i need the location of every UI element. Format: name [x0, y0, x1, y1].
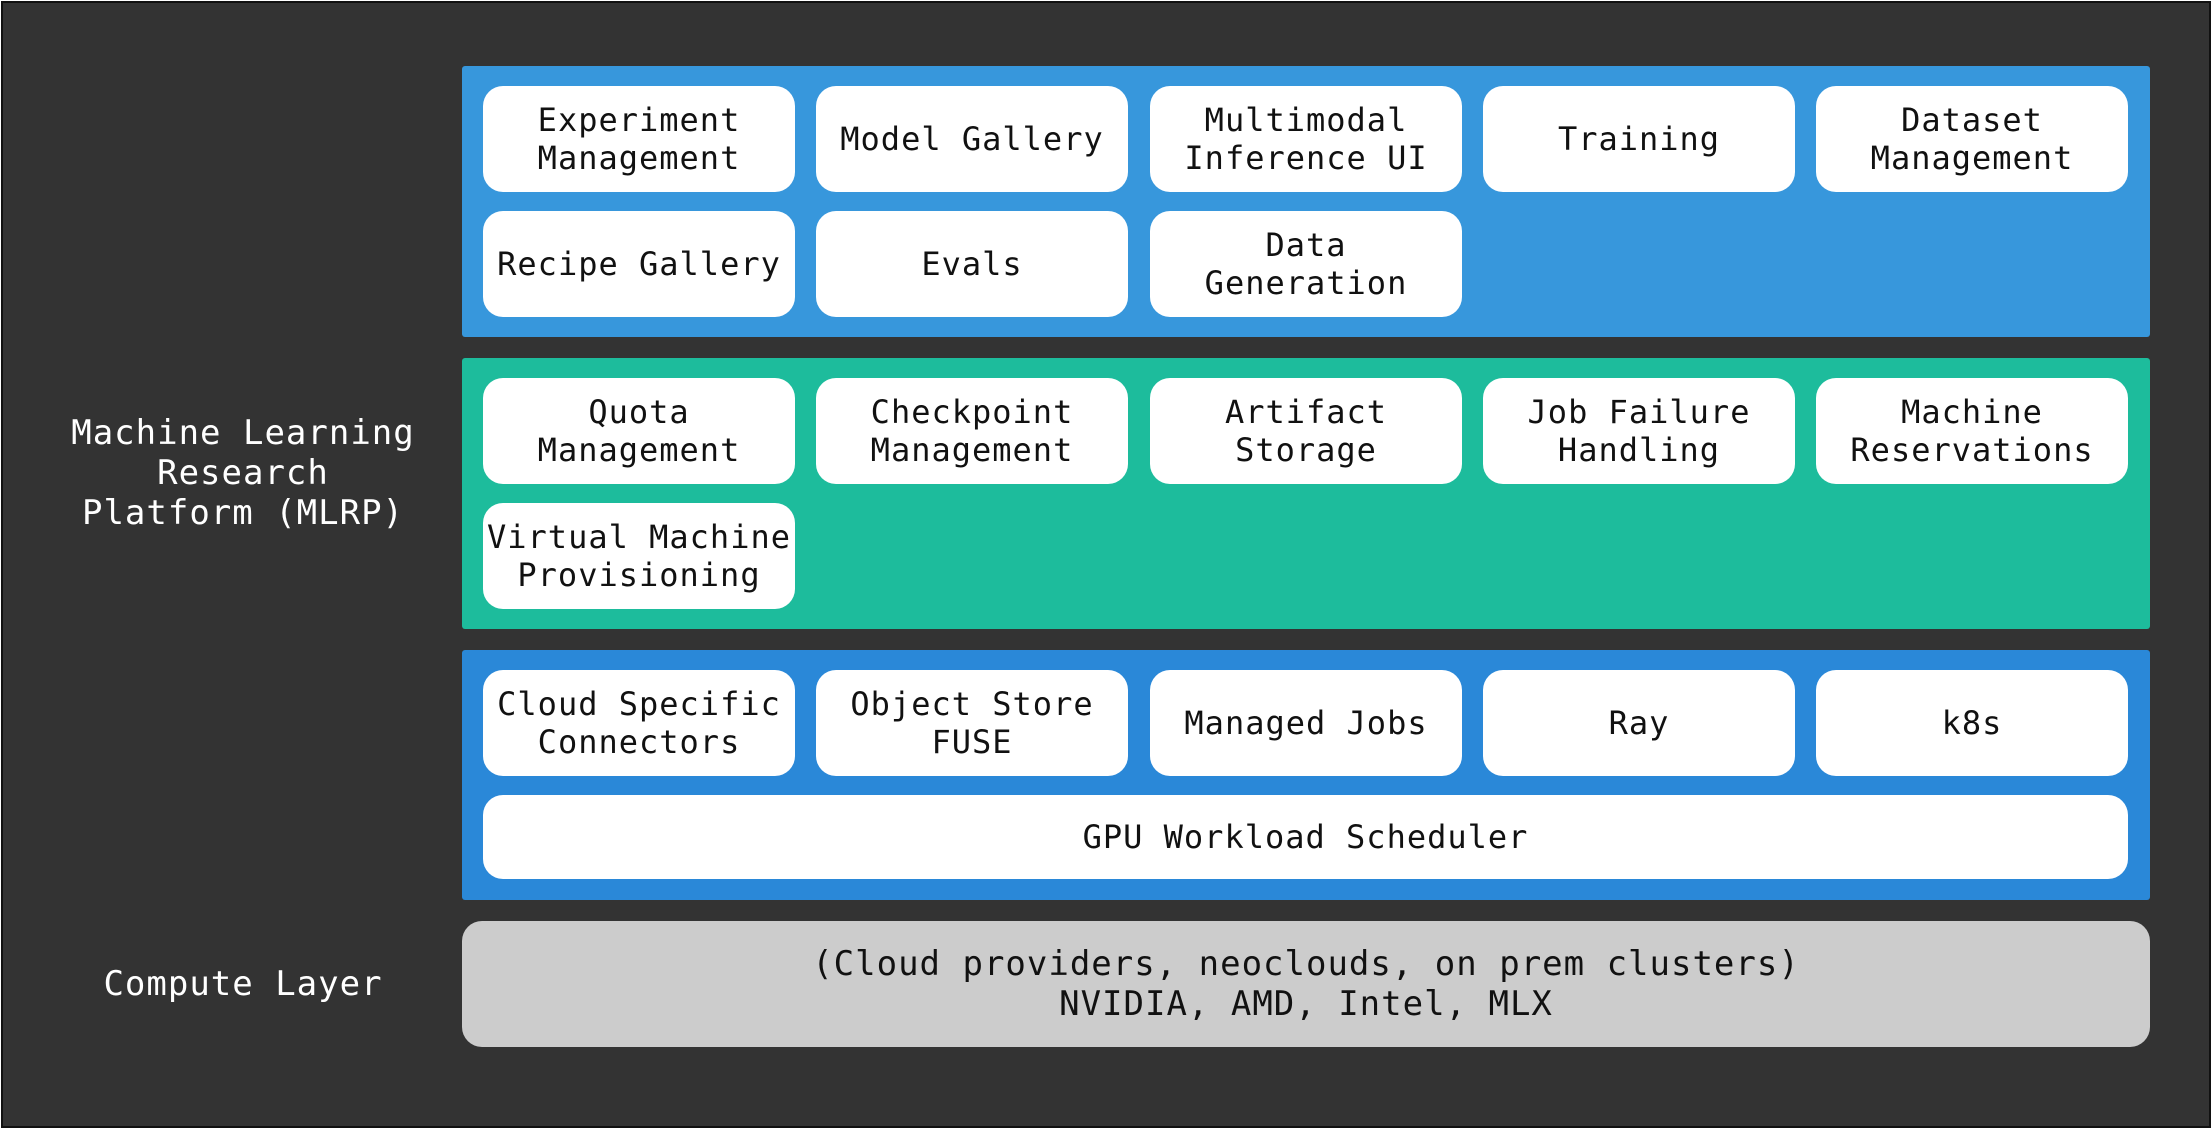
job-failure-handling-box: Job Failure Handling: [1483, 378, 1795, 484]
compute-providers-text: (Cloud providers, neoclouds, on prem clu…: [812, 944, 1800, 984]
dataset-management-box: Dataset Management: [1816, 86, 2128, 192]
ray-box: Ray: [1483, 670, 1795, 776]
model-gallery-box: Model Gallery: [816, 86, 1128, 192]
evals-box: Evals: [816, 211, 1128, 317]
gpu-workload-scheduler-box: GPU Workload Scheduler: [483, 795, 2128, 879]
data-generation-box: Data Generation: [1150, 211, 1462, 317]
checkpoint-management-box: Checkpoint Management: [816, 378, 1128, 484]
managed-jobs-box: Managed Jobs: [1150, 670, 1462, 776]
quota-management-box: Quota Management: [483, 378, 795, 484]
experiment-management-box: Experiment Management: [483, 86, 795, 192]
training-box: Training: [1483, 86, 1795, 192]
mlrp-label: Machine Learning Research Platform (MLRP…: [71, 413, 415, 533]
compute-layer-box: (Cloud providers, neoclouds, on prem clu…: [462, 921, 2150, 1047]
multimodal-inference-ui-box: Multimodal Inference UI: [1150, 86, 1462, 192]
machine-reservations-box: Machine Reservations: [1816, 378, 2128, 484]
compute-hardware-text: NVIDIA, AMD, Intel, MLX: [1059, 984, 1553, 1024]
virtual-machine-provisioning-box: Virtual Machine Provisioning: [483, 503, 795, 609]
object-store-fuse-box: Object Store FUSE: [816, 670, 1128, 776]
compute-layer-label: Compute Layer: [103, 964, 383, 1004]
recipe-gallery-box: Recipe Gallery: [483, 211, 795, 317]
k8s-box: k8s: [1816, 670, 2128, 776]
artifact-storage-box: Artifact Storage: [1150, 378, 1462, 484]
cloud-specific-connectors-box: Cloud Specific Connectors: [483, 670, 795, 776]
